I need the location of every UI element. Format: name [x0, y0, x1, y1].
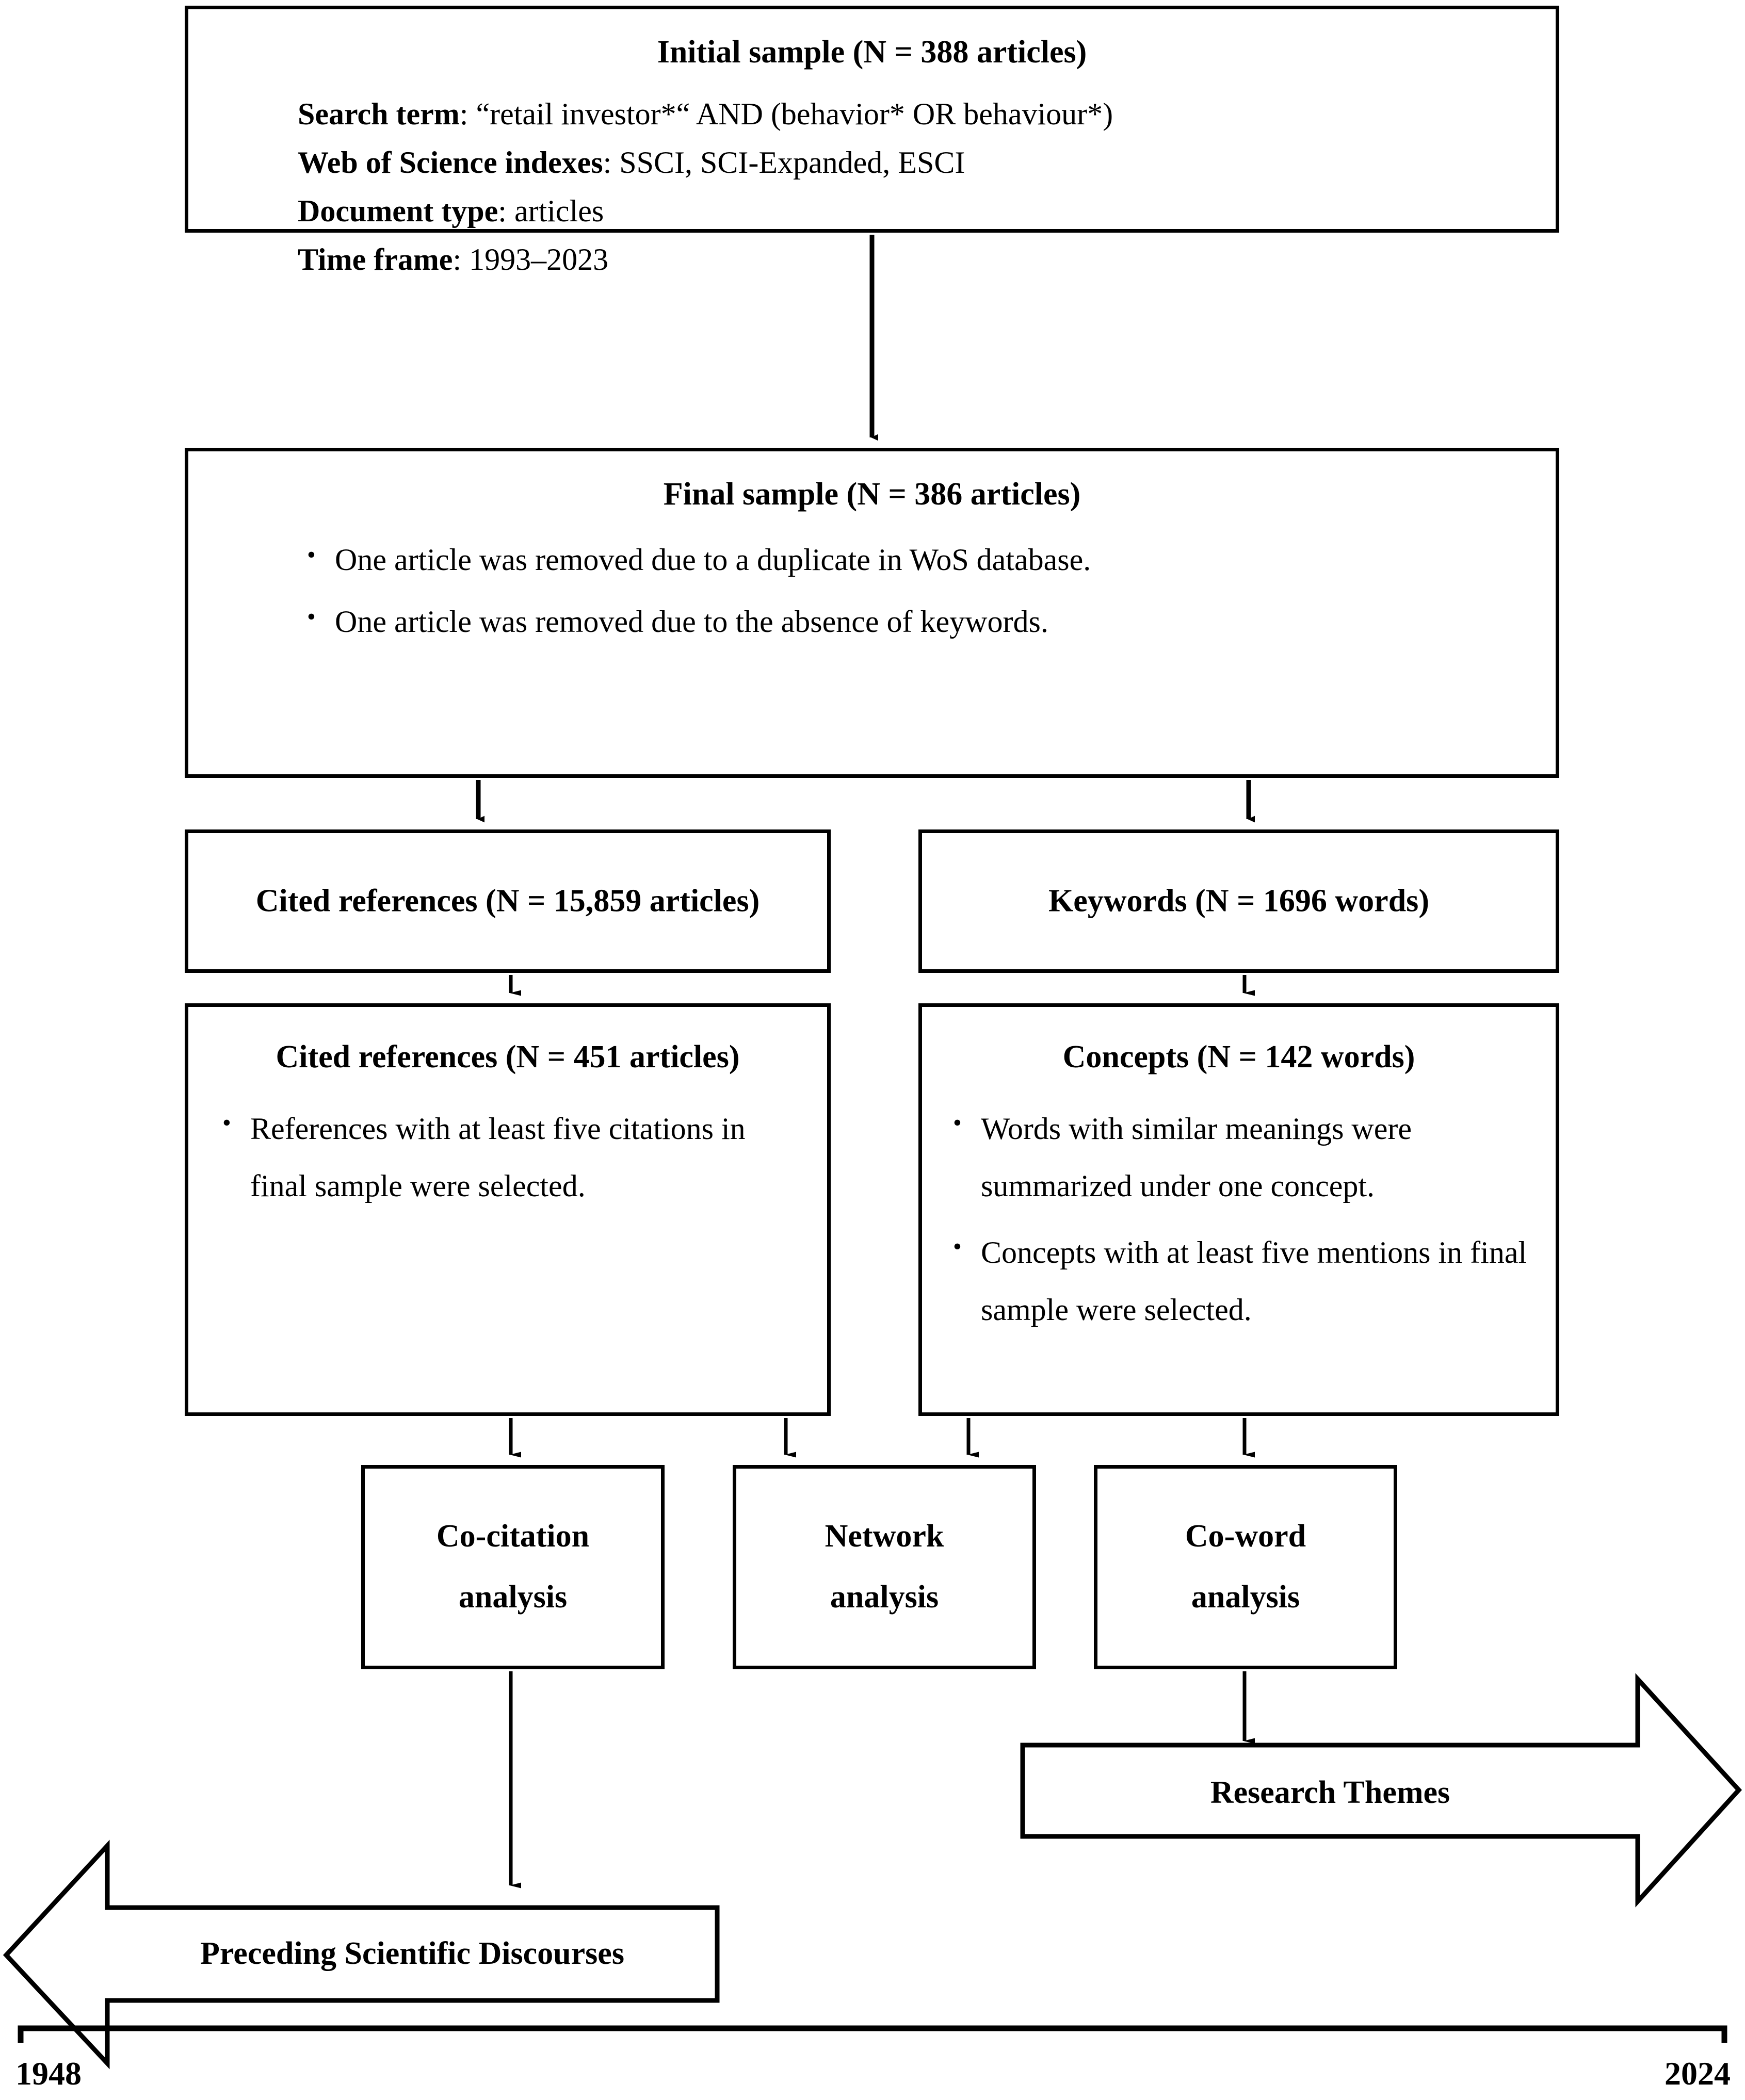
network-analysis-label: Network analysis [736, 1469, 1032, 1666]
final-sample-bullet-no-keywords: One article was removed due to the absen… [298, 598, 1556, 645]
co-citation-analysis-line2: analysis [458, 1580, 568, 1615]
box-cited-references-all: Cited references (N = 15,859 articles) [185, 829, 831, 973]
concepts-bullet-five-mentions: Concepts with at least five mentions in … [944, 1224, 1543, 1339]
box-initial-sample-title: Initial sample (N = 388 articles) [657, 35, 1087, 70]
preceding-discourses-label: Preceding Scientific Discourses [200, 1936, 624, 1971]
final-sample-bullet-duplicate: One article was removed due to a duplica… [298, 536, 1556, 583]
co-word-analysis-line2: analysis [1191, 1580, 1300, 1615]
box-cited-references-all-title: Cited references (N = 15,859 articles) [255, 883, 760, 919]
box-keywords-title: Keywords (N = 1696 words) [1048, 883, 1429, 919]
box-final-sample: Final sample (N = 386 articles) One arti… [185, 448, 1559, 778]
box-keywords: Keywords (N = 1696 words) [918, 829, 1559, 973]
initial-sample-row-indexes: Web of Science indexes: SSCI, SCI-Expand… [298, 144, 1556, 181]
initial-sample-row-timeframe-value: : 1993–2023 [453, 242, 609, 277]
initial-sample-row-timeframe-label: Time frame [298, 242, 453, 277]
box-cited-references-selected: Cited references (N = 451 articles) Refe… [185, 1003, 831, 1416]
initial-sample-row-search-term-label: Search term [298, 97, 460, 132]
co-word-analysis-line1: Co-word [1185, 1519, 1306, 1554]
box-network-analysis: Network analysis [733, 1465, 1036, 1669]
timeline-start-year: 1948 [15, 2055, 82, 2092]
network-analysis-line1: Network [825, 1519, 944, 1554]
co-citation-analysis-label: Co-citation analysis [365, 1469, 661, 1666]
initial-sample-row-search-term-value: : “retail investor*“ AND (behavior* OR b… [459, 97, 1113, 132]
initial-sample-row-indexes-value: : SSCI, SCI-Expanded, ESCI [603, 145, 965, 180]
timeline-bracket [18, 2025, 1727, 2043]
box-concepts: Concepts (N = 142 words) Words with simi… [918, 1003, 1559, 1416]
timeline-end-year: 2024 [1665, 2055, 1731, 2092]
initial-sample-row-indexes-label: Web of Science indexes [298, 145, 603, 180]
concepts-bullet-similar-meanings: Words with similar meanings were summari… [944, 1100, 1543, 1215]
box-concepts-title: Concepts (N = 142 words) [1062, 1039, 1415, 1075]
initial-sample-row-doctype-value: : articles [498, 194, 604, 229]
box-co-word-analysis: Co-word analysis [1094, 1465, 1397, 1669]
box-co-citation-analysis: Co-citation analysis [361, 1465, 665, 1669]
initial-sample-row-doctype: Document type: articles [298, 192, 1556, 230]
co-citation-analysis-line1: Co-citation [436, 1519, 590, 1554]
initial-sample-row-search-term: Search term: “retail investor*“ AND (beh… [298, 95, 1556, 133]
research-themes-label: Research Themes [1210, 1775, 1450, 1810]
cited-references-bullet-five-citations: References with at least five citations … [213, 1100, 806, 1215]
co-word-analysis-label: Co-word analysis [1097, 1469, 1394, 1666]
initial-sample-row-timeframe: Time frame: 1993–2023 [298, 241, 1556, 278]
box-final-sample-title: Final sample (N = 386 articles) [663, 477, 1081, 512]
network-analysis-line2: analysis [830, 1580, 939, 1615]
box-cited-references-selected-title: Cited references (N = 451 articles) [276, 1039, 740, 1075]
box-initial-sample: Initial sample (N = 388 articles) Search… [185, 6, 1559, 276]
initial-sample-row-doctype-label: Document type [298, 194, 498, 229]
